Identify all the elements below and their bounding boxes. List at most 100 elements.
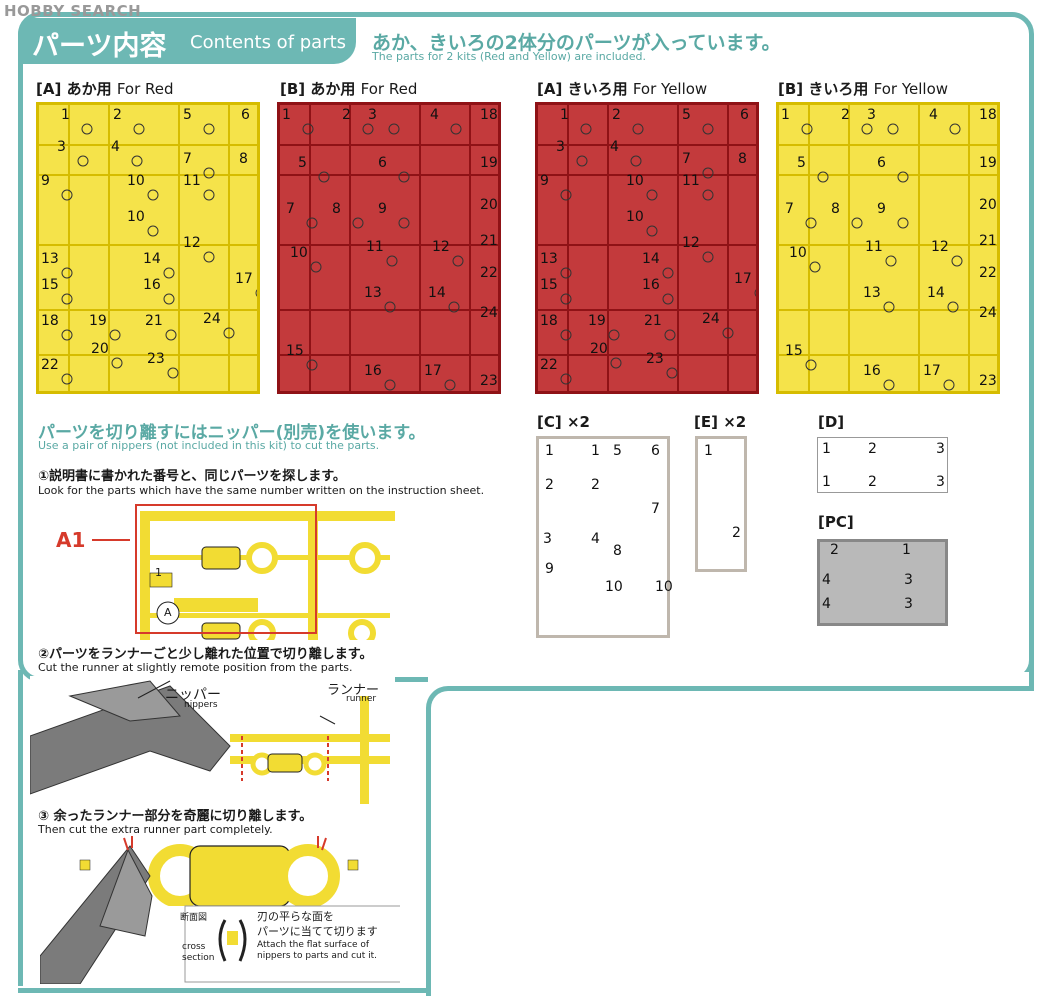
part-shape: [111, 357, 123, 369]
runner-jp: ランナー: [327, 683, 380, 698]
part-shape: [947, 301, 959, 313]
cross-section-en1: cross: [182, 942, 206, 952]
part-shape: [388, 123, 400, 135]
part-number: 18: [480, 107, 498, 123]
sheet-e-qty: ×2: [723, 413, 747, 431]
part-number: 2: [868, 474, 877, 490]
part-shape: [444, 379, 456, 391]
part-shape: [448, 301, 460, 313]
part-number: 20: [590, 341, 608, 357]
part-shape: [223, 327, 235, 339]
part-shape: [560, 189, 572, 201]
part-number: 12: [931, 239, 949, 255]
part-shape: [362, 123, 374, 135]
a1-runner-number: 1: [155, 566, 162, 579]
part-shape: [61, 293, 73, 305]
part-shape: [951, 255, 963, 267]
part-shape: [384, 301, 396, 313]
sheet-en: For Yellow: [873, 80, 949, 98]
part-number: 1: [545, 443, 554, 459]
part-shape: [809, 261, 821, 273]
sheet-b-red-label: [B] あか用 For Red: [280, 78, 417, 99]
step1-jp: ①説明書に書かれた番号と、同じパーツを探します。: [38, 469, 346, 484]
part-number: 3: [368, 107, 377, 123]
part-number: 12: [682, 235, 700, 251]
part-number: 2: [612, 107, 621, 123]
part-shape: [580, 123, 592, 135]
part-shape: [163, 293, 175, 305]
part-shape: [81, 123, 93, 135]
part-number: 15: [540, 277, 558, 293]
part-number: 14: [143, 251, 161, 267]
part-shape: [897, 171, 909, 183]
runner-grid: [39, 105, 257, 391]
part-number: 17: [923, 363, 941, 379]
part-number: 21: [480, 233, 498, 249]
step2-jp: ②パーツをランナーごと少し離れた位置で切り離します。: [38, 647, 373, 662]
part-shape: [897, 217, 909, 229]
part-shape: [801, 123, 813, 135]
part-number: 17: [235, 271, 253, 287]
part-number: 5: [682, 107, 691, 123]
sheet-jp: きいろ用: [808, 80, 869, 98]
part-shape: [163, 267, 175, 279]
part-number: 4: [822, 572, 831, 588]
part-shape: [851, 217, 863, 229]
part-number: 7: [785, 201, 794, 217]
a1-runner-circle-letter: A: [164, 606, 172, 619]
part-number: 14: [428, 285, 446, 301]
tip-en-2: nippers to parts and cut it.: [257, 951, 378, 961]
part-number: 13: [863, 285, 881, 301]
part-number: 2: [113, 107, 122, 123]
sheet-pc-code: [PC]: [818, 513, 854, 531]
part-shape: [883, 301, 895, 313]
part-shape: [949, 123, 961, 135]
part-number: 9: [378, 201, 387, 217]
part-number: 1: [822, 441, 831, 457]
part-number: 22: [540, 357, 558, 373]
part-shape: [203, 167, 215, 179]
runner-grid: [779, 105, 997, 391]
part-shape: [203, 189, 215, 201]
part-shape: [306, 359, 318, 371]
part-number: 19: [480, 155, 498, 171]
part-shape: [310, 261, 322, 273]
part-number: 22: [979, 265, 997, 281]
title-jp: パーツ内容: [32, 31, 167, 62]
part-shape: [147, 189, 159, 201]
part-number: 2: [545, 477, 554, 493]
part-number: 17: [734, 271, 752, 287]
part-number: 22: [41, 357, 59, 373]
sheet-a-yellow-label: [A] きいろ用 For Yellow: [537, 78, 707, 99]
part-shape: [167, 367, 179, 379]
part-number: 7: [183, 151, 192, 167]
runner-en: runner: [346, 694, 377, 704]
part-number: 13: [41, 251, 59, 267]
part-number: 1: [560, 107, 569, 123]
part-number: 1: [822, 474, 831, 490]
part-shape: [560, 373, 572, 385]
part-number: 19: [89, 313, 107, 329]
part-number: 3: [57, 139, 66, 155]
cross-section-en2: section: [182, 953, 215, 963]
sheet-c-qty: ×2: [566, 413, 590, 431]
part-shape: [885, 255, 897, 267]
part-number: 23: [480, 373, 498, 389]
frame-bottom-edge: [18, 988, 428, 993]
sheet-jp: あか用: [66, 80, 112, 98]
part-shape: [203, 251, 215, 263]
part-number: 1: [61, 107, 70, 123]
title-en: Contents of parts: [190, 32, 347, 53]
part-shape: [133, 123, 145, 135]
part-number: 2: [830, 542, 839, 558]
part-shape: [386, 255, 398, 267]
part-number: 8: [738, 151, 747, 167]
part-number: 8: [831, 201, 840, 217]
part-number: 16: [863, 363, 881, 379]
a1-pointer-line: [92, 539, 134, 541]
runner-grid: [538, 105, 756, 391]
part-number: 1: [704, 443, 713, 459]
